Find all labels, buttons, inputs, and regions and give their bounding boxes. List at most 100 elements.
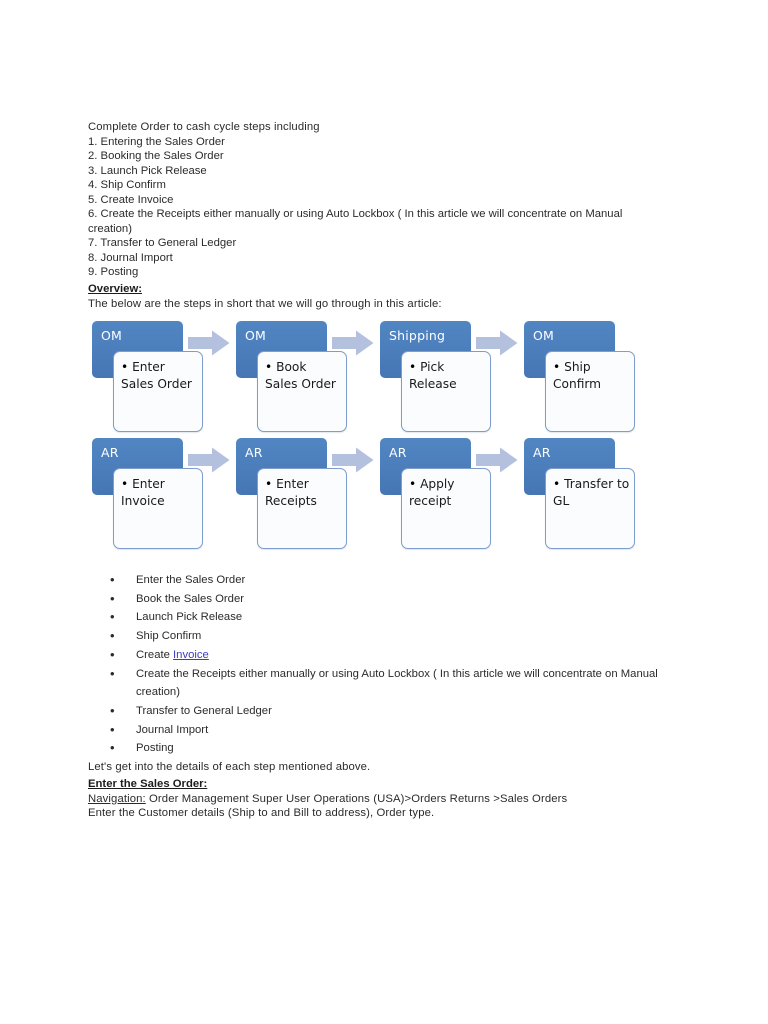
summary-bullet-item: • Launch Pick Release [88, 608, 688, 627]
process-step-cell: AR • Apply receipt [376, 435, 522, 553]
card-bullet-icon: • [409, 360, 417, 374]
card-bullet-icon: • [265, 477, 273, 491]
section-heading: Enter the Sales Order: [88, 777, 208, 790]
process-step-card-text: • Book Sales Order [265, 360, 336, 391]
numbered-step-list: 1. Entering the Sales Order 2. Booking t… [88, 135, 688, 280]
card-bullet-icon: • [553, 360, 561, 374]
summary-bullet-list: •Enter the Sales Order•Book the Sales Or… [88, 571, 688, 758]
process-step-header: OM [92, 321, 183, 378]
summary-bullet-text: Create the Receipts either manually or u… [136, 667, 658, 699]
process-step-card: • Enter Sales Order [113, 351, 203, 432]
process-step-card: • Transfer to GL [545, 468, 635, 549]
process-step-header-label: OM [101, 328, 123, 343]
navigation-path: Order Management Super User Operations (… [145, 792, 568, 805]
process-step-header-label: OM [533, 328, 555, 343]
bullet-dot-icon: • [110, 740, 115, 756]
flow-arrow-icon [476, 330, 518, 356]
flow-arrow-icon [188, 447, 230, 473]
process-step-card: • Book Sales Order [257, 351, 347, 432]
process-step-cell: OM • Enter Sales Order [88, 318, 234, 436]
process-step-header-label: AR [389, 445, 407, 460]
summary-bullet-item: • Create the Receipts either manually or … [88, 665, 688, 702]
overview-intro: The below are the steps in short that we… [88, 297, 442, 310]
numbered-step: 7. Transfer to General Ledger [88, 237, 237, 249]
process-step-card: • Pick Release [401, 351, 491, 432]
process-step-card-text: • Enter Receipts [265, 477, 317, 508]
process-step-card-text: • Apply receipt [409, 477, 455, 508]
process-step-card-text: • Ship Confirm [553, 360, 602, 391]
card-bullet-icon: • [553, 477, 561, 491]
process-step-header-label: OM [245, 328, 267, 343]
summary-bullet-item: • Journal Import [88, 721, 688, 740]
final-line: Enter the Customer details (Ship to and … [88, 807, 435, 820]
summary-bullet-text: Launch Pick Release [136, 611, 243, 624]
navigation-line: Navigation: Order Management Super User … [88, 792, 688, 807]
process-step-cell: AR • Transfer to GL [520, 435, 666, 553]
flow-arrow-icon [188, 330, 230, 356]
numbered-step: 3. Launch Pick Release [88, 164, 207, 177]
closing-line: Let's get into the details of each step … [88, 761, 371, 774]
process-step-cell: AR • Enter Receipts [232, 435, 378, 553]
process-step-cell: Shipping • Pick Release [376, 318, 522, 436]
process-step-cell: OM • Ship Confirm [520, 318, 666, 436]
bullet-dot-icon: • [110, 702, 115, 718]
summary-bullet-text: Transfer to General Ledger [136, 704, 272, 717]
process-step-card: • Ship Confirm [545, 351, 635, 432]
bullet-dot-icon: • [110, 609, 115, 625]
summary-bullet-item: • Ship Confirm [88, 627, 688, 646]
bullet-dot-icon: • [110, 646, 115, 662]
summary-bullet-text: Posting [136, 742, 174, 755]
process-step-header-label: Shipping [389, 328, 446, 343]
summary-bullet-text: Book the Sales Order [136, 592, 245, 605]
overview-heading-row: Overview: [88, 280, 688, 297]
intro-heading: Complete Order to cash cycle steps inclu… [88, 121, 320, 133]
process-step-cell: OM • Book Sales Order [232, 318, 378, 436]
navigation-label: Navigation: [88, 792, 146, 805]
card-bullet-icon: • [409, 477, 417, 491]
flow-arrow-icon [332, 447, 374, 473]
card-bullet-icon: • [121, 360, 129, 374]
process-step-header-label: AR [101, 445, 119, 460]
summary-bullet-text: Ship Confirm [136, 630, 202, 643]
process-row-accounts-receivable: AR • Enter Invoice AR • Enter Receipts AR • A… [88, 435, 668, 553]
numbered-step: 6. Create the Receipts either manually o… [88, 208, 623, 235]
card-bullet-icon: • [265, 360, 273, 374]
bullet-dot-icon: • [110, 665, 115, 681]
numbered-step: 5. Create Invoice [88, 193, 174, 206]
bullet-dot-icon: • [110, 628, 115, 644]
summary-bullet-text: Enter the Sales Order [136, 574, 246, 586]
bullet-dot-icon: • [110, 590, 115, 606]
section-heading-row: Enter the Sales Order: [88, 775, 688, 792]
process-step-header-label: AR [533, 445, 551, 460]
numbered-step: 9. Posting [88, 266, 139, 278]
process-step-card-text: • Enter Sales Order [121, 360, 192, 391]
process-step-card-text: • Enter Invoice [121, 477, 165, 508]
process-step-card: • Enter Receipts [257, 468, 347, 549]
summary-bullet-item: • Create Invoice [88, 646, 688, 665]
overview-heading: Overview: [88, 282, 143, 295]
summary-bullet-text: Journal Import [136, 723, 209, 736]
process-flow-diagram: OM • Enter Sales Order OM • Book Sales Orde… [88, 318, 668, 563]
summary-bullet-item: • Transfer to General Ledger [88, 702, 688, 721]
numbered-step: 2. Booking the Sales Order [88, 150, 224, 162]
process-step-cell: AR • Enter Invoice [88, 435, 234, 553]
numbered-step: 8. Journal Import [88, 251, 173, 264]
process-step-card: • Apply receipt [401, 468, 491, 549]
summary-bullet-item: • Book the Sales Order [88, 590, 688, 609]
document-content: Complete Order to cash cycle steps inclu… [88, 120, 688, 821]
bullet-dot-icon: • [110, 721, 115, 737]
summary-bullet-item: • Posting [88, 739, 688, 758]
process-row-order-management: OM • Enter Sales Order OM • Book Sales Orde… [88, 318, 668, 436]
summary-bullet-item: •Enter the Sales Order [88, 571, 688, 590]
process-step-card-text: • Pick Release [409, 360, 457, 391]
process-step-card-text: • Transfer to GL [553, 477, 630, 508]
flow-arrow-icon [332, 330, 374, 356]
summary-bullet-text: Create [136, 648, 174, 661]
card-bullet-icon: • [121, 477, 129, 491]
flow-arrow-icon [476, 447, 518, 473]
numbered-step: 4. Ship Confirm [88, 179, 166, 191]
numbered-step: 1. Entering the Sales Order [88, 135, 225, 148]
invoice-link[interactable]: Invoice [173, 648, 209, 661]
process-step-header-label: AR [245, 445, 263, 460]
